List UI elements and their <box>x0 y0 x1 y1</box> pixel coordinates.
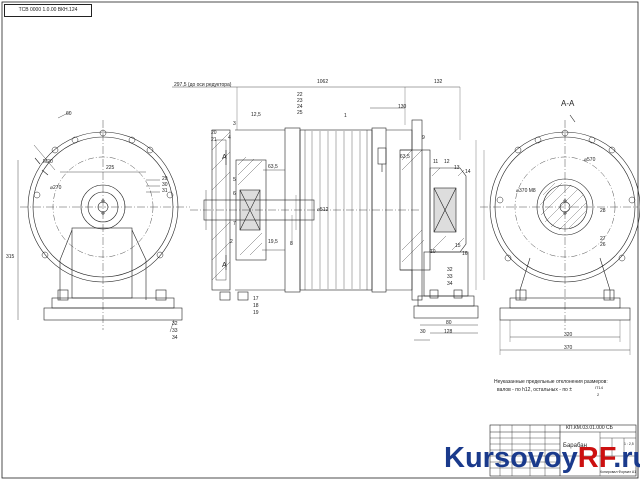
main-section-view <box>172 86 485 341</box>
dim-297: 297,5 (до оси редуктора) <box>174 82 232 88</box>
title-block-code: КП.КМ.03.01.000 СБ <box>566 425 613 431</box>
callout-8: 8 <box>290 241 293 247</box>
drawing-code-stamp: ТСВ 0000 1.0.00 ВКН.124 <box>4 4 92 17</box>
dim-130: 130 <box>398 104 407 110</box>
watermark-part-1: Kursovoy <box>444 442 578 474</box>
callout-4: 4 <box>228 135 231 141</box>
dim-370: 370 <box>564 345 573 351</box>
callout-33-right: 33 <box>447 274 453 280</box>
dim-19-5: 19,5 <box>268 239 278 245</box>
callout-32-left: 32 <box>172 321 178 327</box>
note-line-1: Неуказанные предельные отклонения размер… <box>494 379 608 385</box>
dim-132-top: 132 <box>434 79 443 85</box>
note-line-4: 2 <box>597 392 600 397</box>
callout-31: 31 <box>162 188 168 194</box>
callout-17: 17 <box>253 296 259 302</box>
callout-33-left: 33 <box>172 328 178 334</box>
dim-63-5a: 63,5 <box>268 164 278 170</box>
watermark-part-3: .ru <box>613 442 640 474</box>
callout-21: 21 <box>211 137 217 143</box>
site-watermark: KursovoyRF.ru <box>444 444 640 473</box>
dim-63-5b: 63,5 <box>400 154 410 160</box>
note-line-2: валов - по h12, остальных - по ± <box>497 387 572 393</box>
dim-80: 80 <box>446 320 452 326</box>
section-title-a-a: А-А <box>561 99 575 108</box>
note-line-3: IT14 <box>595 385 604 390</box>
callout-16: 16 <box>462 251 468 257</box>
callout-20: 20 <box>211 130 217 136</box>
dim-315: 315 <box>6 254 15 260</box>
section-mark-a-top: А <box>222 154 227 161</box>
watermark-part-2: RF <box>577 442 614 474</box>
callout-2: 2 <box>230 239 233 245</box>
dim-1062: 1062 <box>317 79 329 85</box>
dim-320: 320 <box>564 332 573 338</box>
dim-128: 128 <box>444 329 453 335</box>
callout-1: 1 <box>344 113 347 119</box>
callout-15: 15 <box>455 243 461 249</box>
dim-225: 225 <box>106 165 115 171</box>
callout-6: 6 <box>233 191 236 197</box>
section-a-a-view <box>480 114 640 355</box>
title-block-name: Барабан <box>563 443 587 449</box>
callout-19: 19 <box>253 310 259 316</box>
callout-14: 14 <box>465 169 471 175</box>
callout-30: 30 <box>162 182 168 188</box>
callout-29: 29 <box>162 176 168 182</box>
dim-30: 30 <box>420 329 426 335</box>
title-block-format: Копировал Формат А1 <box>600 470 637 474</box>
callout-11: 11 <box>433 159 439 165</box>
dim-370-m8: ⌀370 М8 <box>516 188 536 194</box>
callout-10: 10 <box>430 249 436 255</box>
callout-3: 3 <box>233 121 236 127</box>
callout-32-right: 32 <box>447 267 453 273</box>
callout-25: 25 <box>297 110 303 116</box>
callout-18: 18 <box>253 303 259 309</box>
callout-13: 13 <box>454 165 460 171</box>
dim-270-left: ⌀270 <box>50 185 62 191</box>
callout-26: 26 <box>600 242 606 248</box>
left-end-view <box>17 111 190 333</box>
callout-5: 5 <box>233 177 236 183</box>
dim-12-5: 12,5 <box>251 112 261 118</box>
callout-24: 24 <box>297 104 303 110</box>
dim-512: ⌀512 <box>317 207 329 213</box>
dim-m20: М20 <box>43 159 53 165</box>
dim-570: ⌀570 <box>584 157 596 163</box>
callout-27: 27 <box>600 236 606 242</box>
section-mark-a-bottom: А <box>222 262 227 269</box>
callout-9: 9 <box>422 135 425 141</box>
callout-23: 23 <box>297 98 303 104</box>
callout-22: 22 <box>297 92 303 98</box>
callout-34-right: 34 <box>447 281 453 287</box>
callout-28: 28 <box>600 208 606 214</box>
title-block <box>489 424 637 477</box>
title-block-scale: 1 : 2,5 <box>624 442 634 446</box>
callout-7: 7 <box>233 221 236 227</box>
callout-34-left: 34 <box>172 335 178 341</box>
dim-60: 60 <box>66 111 72 117</box>
callout-12: 12 <box>444 159 450 165</box>
